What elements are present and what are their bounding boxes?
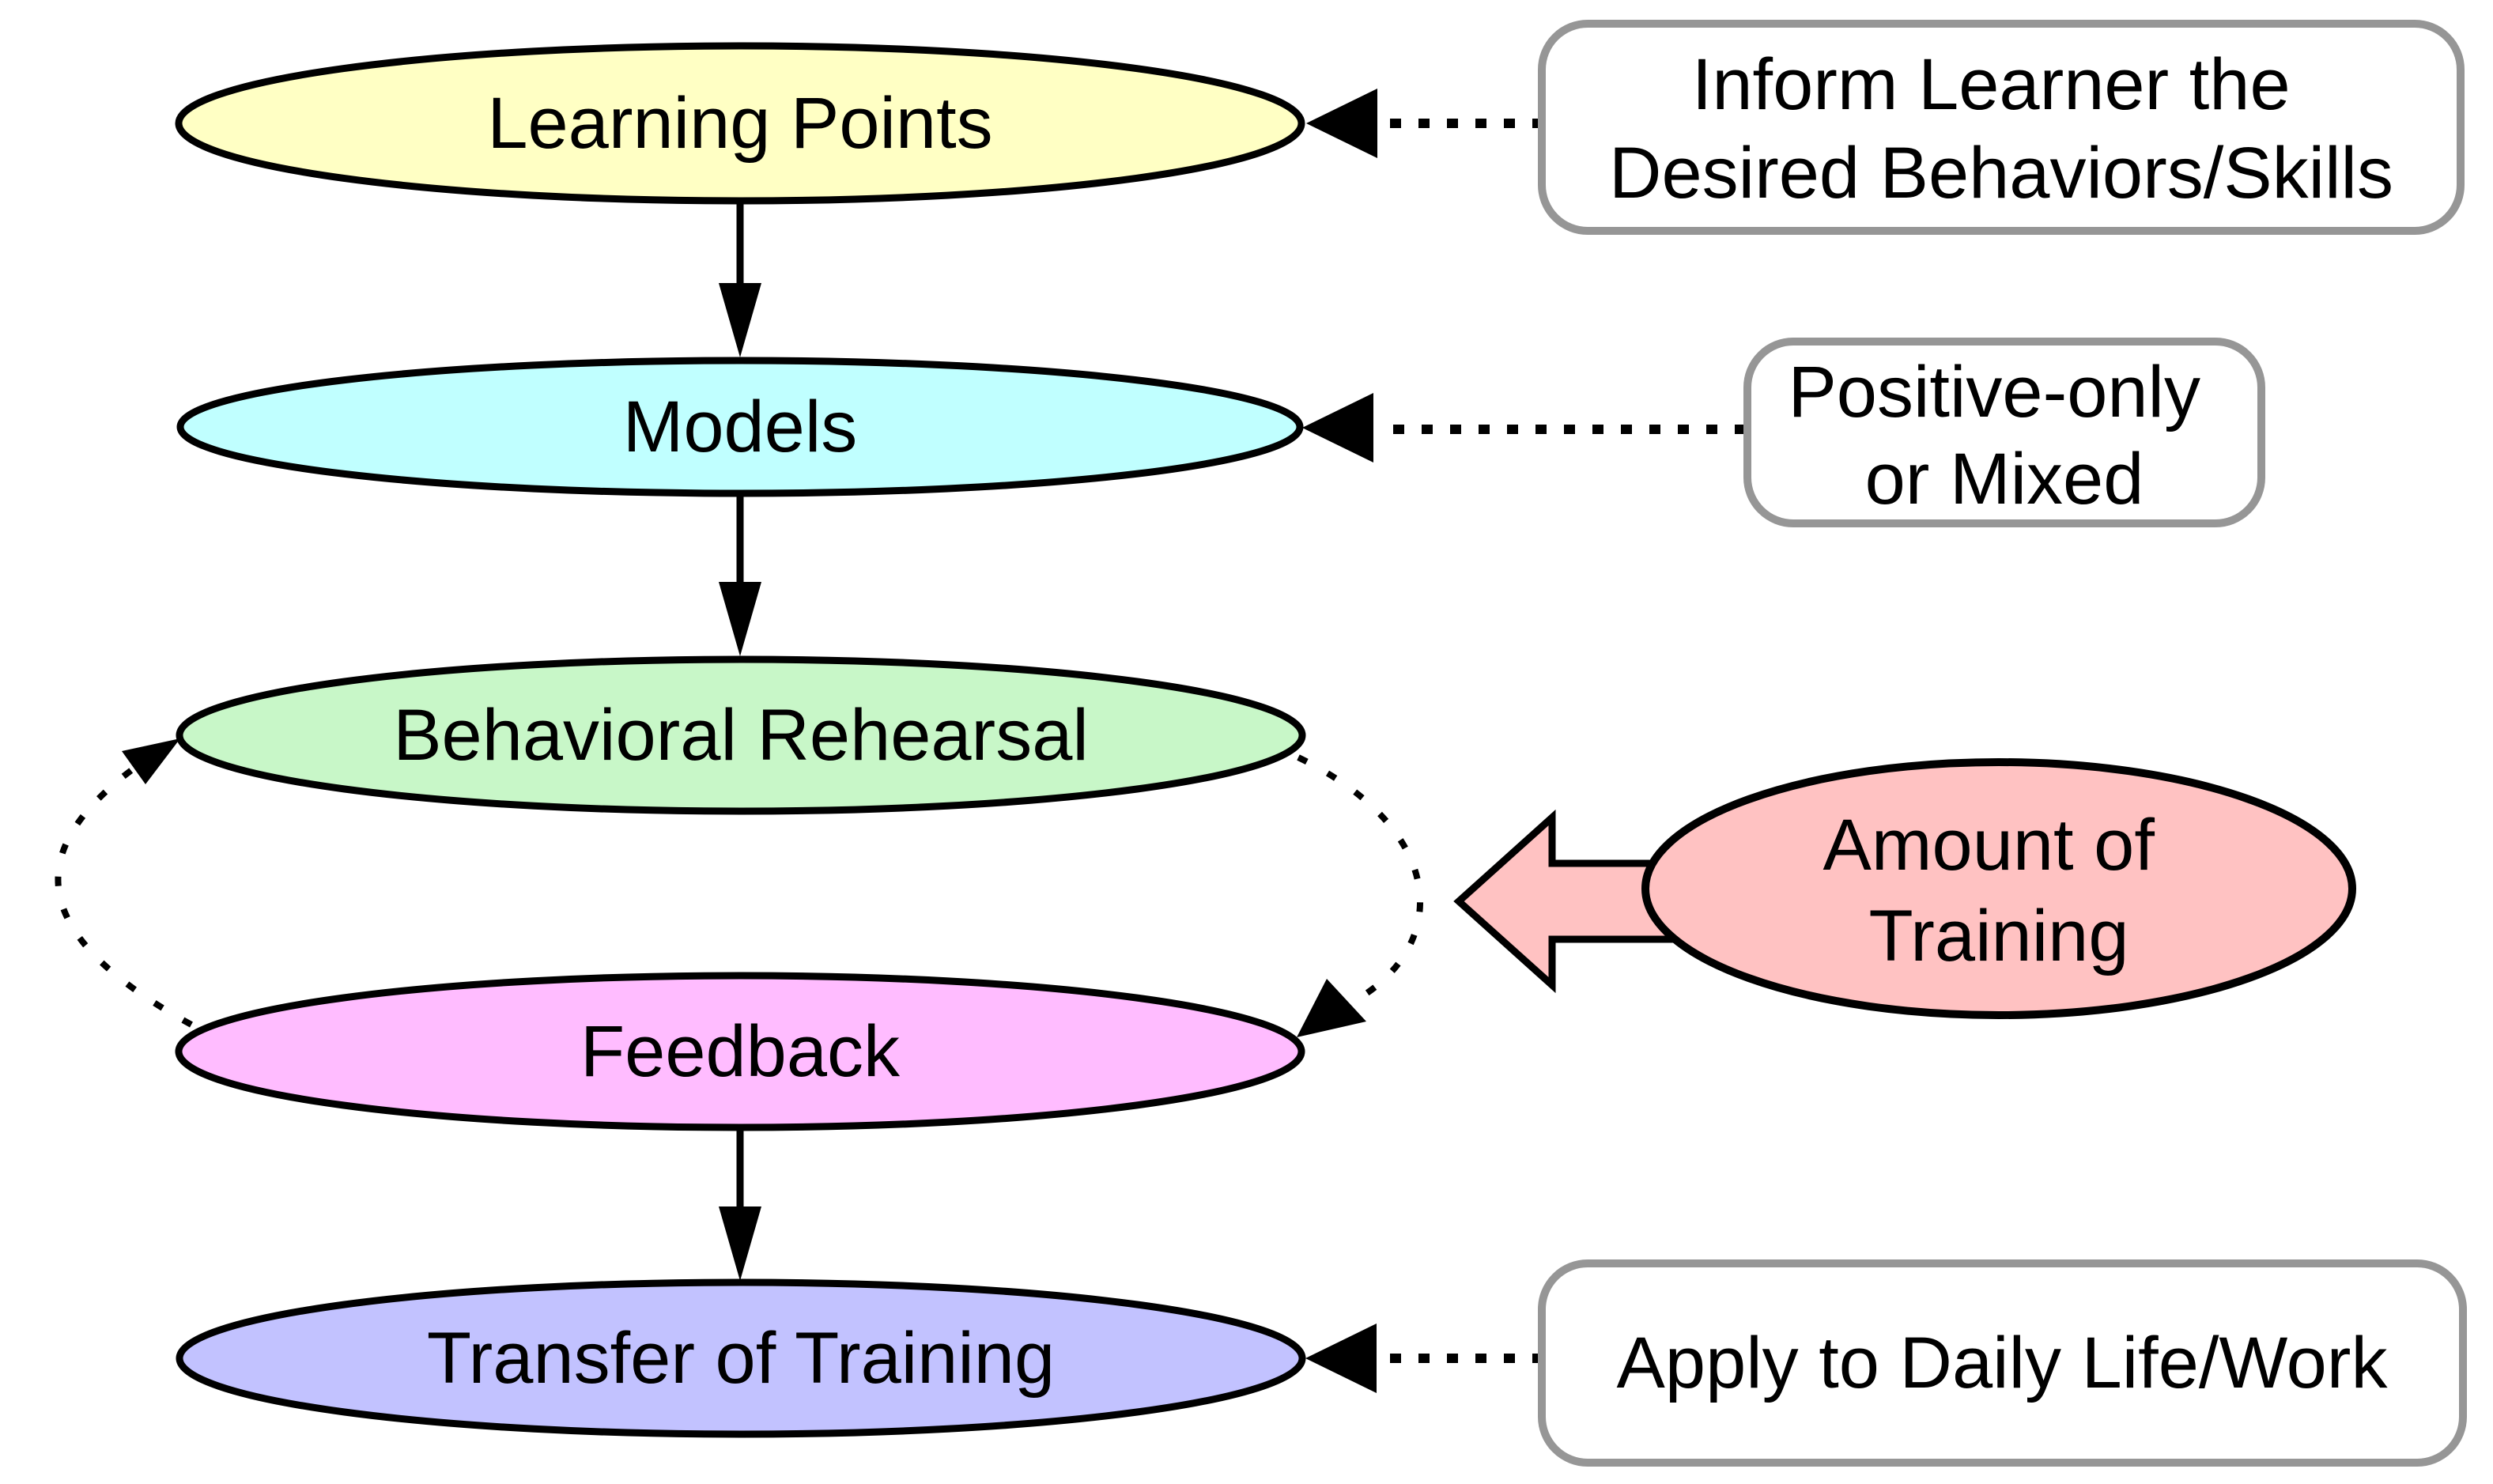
node-amount-of-training bbox=[1641, 758, 2356, 1019]
node-transfer-of-training-label: Transfer of Training bbox=[427, 1318, 1055, 1399]
node-learning-points bbox=[175, 42, 1305, 205]
callout-positive-only-box bbox=[1743, 338, 2265, 527]
node-feedback-label: Feedback bbox=[580, 1011, 901, 1092]
callout-inform-learner-line-1: Inform Learner the bbox=[1692, 44, 2291, 125]
callout-apply-daily-box bbox=[1538, 1259, 2467, 1467]
arrow-head-icon bbox=[122, 738, 180, 784]
amount-of-training-line-2: Training bbox=[1869, 896, 2129, 976]
callout-apply-daily-label: Apply to Daily Life/Work bbox=[1617, 1323, 2389, 1403]
node-transfer-of-training bbox=[176, 1278, 1306, 1438]
callout-positive-only-line-2: or Mixed bbox=[1865, 439, 2144, 519]
node-amount-of-training-label: Amount of Training bbox=[1823, 805, 2175, 976]
loop-arrow-feedback-to-rehearsal-left bbox=[55, 738, 193, 1028]
node-learning-points-label: Learning Points bbox=[487, 83, 992, 164]
callout-inform-learner-label: Inform Learner the Desired Behaviors/Ski… bbox=[1609, 44, 2393, 213]
loop-arrow-rehearsal-to-feedback-right bbox=[1297, 754, 1423, 1037]
loop-arc-right bbox=[1297, 754, 1423, 1009]
callout-inform-learner-line-2: Desired Behaviors/Skills bbox=[1609, 133, 2393, 213]
callout-positive-only-line-1: Positive-only bbox=[1788, 352, 2200, 432]
loop-arc-left bbox=[55, 759, 193, 1028]
arrow-feedback-to-transfer bbox=[719, 1130, 761, 1281]
node-behavioral-rehearsal-label: Behavioral Rehearsal bbox=[393, 695, 1089, 776]
node-models bbox=[176, 357, 1304, 497]
node-models-label: Models bbox=[623, 387, 858, 467]
arrow-head-icon bbox=[1297, 979, 1366, 1037]
node-feedback bbox=[175, 972, 1305, 1131]
arrow-head-icon bbox=[1306, 89, 1377, 158]
arrow-head-icon bbox=[719, 582, 761, 656]
arrow-head-icon bbox=[1305, 1324, 1377, 1393]
callout-positive-only-label: Positive-only or Mixed bbox=[1788, 352, 2220, 519]
arrow-head-icon bbox=[719, 283, 761, 357]
arrow-models-to-behavioral-rehearsal bbox=[719, 496, 761, 656]
dotted-arrow-positive-only-to-models bbox=[1302, 393, 1746, 463]
arrow-head-icon bbox=[719, 1206, 761, 1281]
node-behavioral-rehearsal bbox=[176, 655, 1306, 815]
amount-of-training-line-1: Amount of bbox=[1823, 805, 2155, 885]
dotted-arrow-apply-daily-to-transfer bbox=[1305, 1324, 1543, 1393]
arrow-head-icon bbox=[1302, 393, 1373, 463]
callout-inform-learner-box bbox=[1538, 20, 2465, 235]
arrow-learning-points-to-models bbox=[719, 204, 761, 357]
dotted-arrow-inform-learner-to-learning-points bbox=[1306, 89, 1543, 158]
